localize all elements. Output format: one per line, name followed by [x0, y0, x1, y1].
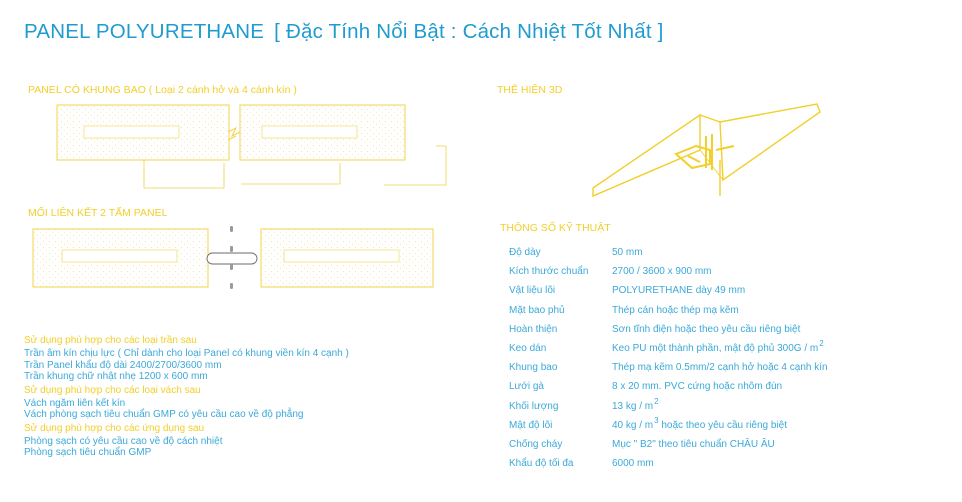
usage-line: Trần âm kín chịu lực ( Chỉ dành cho loại…: [24, 348, 349, 359]
spec-label: Hoàn thiện: [509, 323, 558, 335]
usage-line: Trần Panel khẩu độ dài 2400/2700/3600 mm: [24, 359, 222, 371]
usage-title: Sử dụng phù hợp cho các loại trần sau: [24, 335, 197, 346]
spec-label: Mật độ lõi: [509, 419, 553, 431]
spec-row: Mặt bao phủ Thép cán hoặc thép mạ kẽm: [509, 301, 939, 320]
spec-value-suffix: hoặc theo yêu cầu riêng biệt: [658, 419, 788, 431]
usage-group-application: Sử dụng phù hợp cho các ứng dụng sau Phò…: [24, 422, 464, 459]
spec-value-text: 13 kg / m: [612, 400, 654, 412]
spec-value: Thép mạ kẽm 0.5mm/2 cạnh hở hoặc 4 cạnh …: [612, 362, 828, 374]
spec-label: Keo dán: [509, 343, 547, 355]
spec-row: Chống cháy Mục " B2" theo tiêu chuẩn CHÂU…: [509, 435, 939, 454]
joint-panel-right: [260, 228, 434, 288]
spec-label: Khung bao: [509, 362, 558, 374]
usage-title: Sử dụng phù hợp cho các ứng dụng sau: [24, 422, 205, 434]
spec-row: Hoàn thiện Sơn tĩnh điện hoặc theo yêu cầ…: [509, 320, 939, 339]
spec-value: Keo PU một thành phần, mật độ phủ 300G /…: [612, 339, 824, 355]
specs-table: Độ dày 50 mm Kích thước chuẩn 2700 / 3600 …: [509, 243, 939, 473]
spec-row: Mật độ lõi 40 kg / m3 hoặc theo yêu cầu r…: [509, 416, 939, 435]
spec-row: Độ dày 50 mm: [509, 243, 939, 262]
spec-row: Khung bao Thép mạ kẽm 0.5mm/2 cạnh hở hoặ…: [509, 358, 939, 377]
frame-joint-symbol: [227, 126, 241, 141]
spec-value: Mục " B2" theo tiêu chuẩn CHÂU ÂU: [612, 438, 775, 450]
spec-superscript: 2: [654, 396, 659, 406]
usage-line: Trần khung chữ nhật nhẹ 1200 x 600 mm: [24, 371, 208, 382]
spec-value: 6000 mm: [612, 458, 654, 470]
usage-group-wall: Sử dụng phù hợp cho các loại vách sau Vá…: [24, 384, 464, 421]
3d-panel-left-face: [592, 113, 701, 198]
usage-line: Vách ngăm liên kết kín: [24, 397, 126, 409]
spec-value: 50 mm: [612, 247, 643, 259]
spec-value: Sơn tĩnh điện hoặc theo yêu cầu riêng bi…: [612, 323, 801, 335]
spec-row: Khối lượng 13 kg / m2: [509, 397, 939, 416]
spec-value: 2700 / 3600 x 900 mm: [612, 266, 712, 278]
spec-row: Lưới gà 8 x 20 mm. PVC cứng hoặc nhôm đùn: [509, 377, 939, 396]
spec-row: Vật liệu lõi POLYURETHANE dày 49 mm: [509, 281, 939, 300]
usage-title: Sử dụng phù hợp cho các loại vách sau: [24, 384, 201, 396]
3d-panel-right-face: [719, 103, 821, 182]
spec-label: Độ dày: [509, 247, 541, 259]
title-subtitle: [ Đặc Tính Nổi Bật : Cách Nhiệt Tốt Nhất…: [274, 20, 664, 43]
spec-value-text: Keo PU một thành phần, mật độ phủ 300G /…: [612, 343, 819, 355]
spec-value: Thép cán hoặc thép mạ kẽm: [612, 304, 739, 316]
frame-callout-lines: [143, 145, 447, 189]
spec-value: POLYURETHANE dày 49 mm: [612, 285, 746, 297]
spec-row: Khẩu độ tối đa 6000 mm: [509, 454, 939, 473]
usage-section: Sử dụng phù hợp cho các loại trần sau Tr…: [24, 334, 464, 460]
frame-panel-right: [239, 104, 406, 161]
section-label-3d: THỂ HIỆN 3D: [497, 84, 563, 96]
spec-superscript: 2: [819, 339, 824, 349]
section-label-frame-panel: PANEL CÓ KHUNG BAO ( Loại 2 cánh hở và 4…: [28, 84, 297, 96]
usage-group-ceiling: Sử dụng phù hợp cho các loại trần sau Tr…: [24, 334, 464, 383]
spec-row: Keo dán Keo PU một thành phần, mật độ phủ…: [509, 339, 939, 358]
spec-label: Vật liệu lõi: [509, 285, 556, 297]
spec-label: Chống cháy: [509, 438, 563, 450]
usage-line: Vách phòng sạch tiêu chuẩn GMP có yêu cầ…: [24, 409, 304, 420]
spec-superscript: 3: [654, 415, 659, 425]
title-main: PANEL POLYURETHANE: [24, 20, 265, 43]
section-label-joint: MỐI LIÊN KẾT 2 TẤM PANEL: [28, 207, 168, 219]
spec-value: 8 x 20 mm. PVC cứng hoặc nhôm đùn: [612, 381, 783, 393]
usage-line: Phòng sạch tiêu chuẩn GMP: [24, 447, 152, 458]
3d-joint-detail: [674, 134, 735, 170]
usage-line: Phòng sạch có yêu cầu cao về độ cách nhi…: [24, 435, 223, 447]
section-label-specs: THÔNG SỐ KỸ THUẬT: [500, 222, 611, 234]
spec-value: 40 kg / m3 hoặc theo yêu cầu riêng biệt: [612, 416, 788, 431]
spec-label: Mặt bao phủ: [509, 304, 565, 316]
spec-label: Khẩu độ tối đa: [509, 458, 574, 470]
page-title: PANEL POLYURETHANE [ Đặc Tính Nổi Bật : C…: [24, 20, 664, 44]
spec-label: Lưới gà: [509, 381, 544, 393]
spec-label: Khối lượng: [509, 400, 559, 412]
spec-label: Kích thước chuẩn: [509, 266, 589, 278]
joint-panel-left: [32, 228, 209, 288]
spec-row: Kích thước chuẩn 2700 / 3600 x 900 mm: [509, 262, 939, 281]
spec-value-text: 40 kg / m: [612, 419, 654, 431]
spec-value: 13 kg / m2: [612, 397, 659, 412]
joint-connector: [206, 226, 258, 289]
frame-panel-left: [56, 104, 230, 161]
